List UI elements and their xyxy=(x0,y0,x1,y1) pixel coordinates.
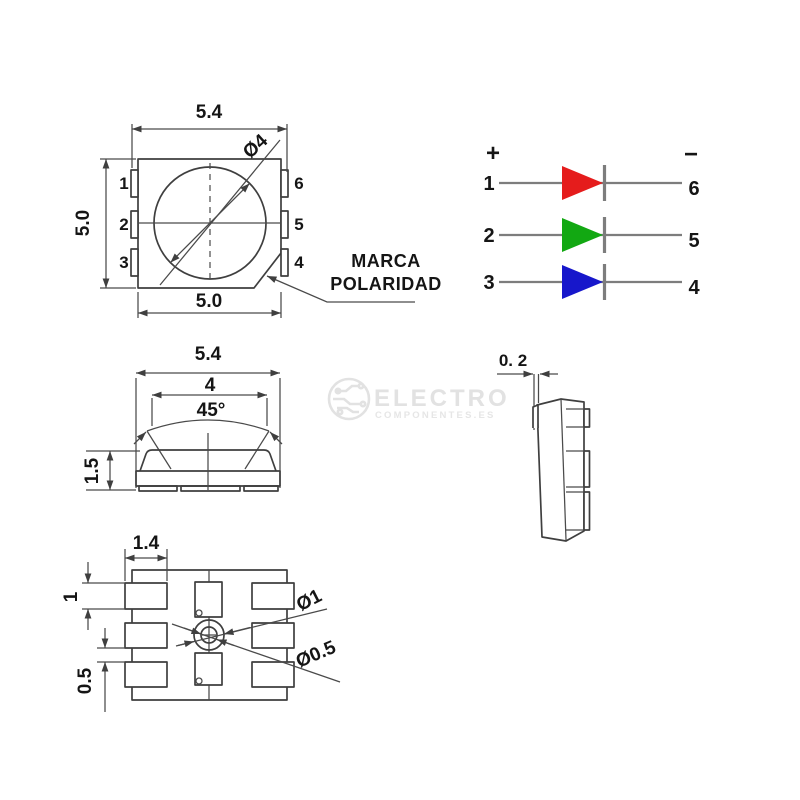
dim-via-outer-value: Ø1 xyxy=(293,585,326,615)
dim-body-width-value: 5.0 xyxy=(196,291,222,312)
schematic-row-green: 2 5 xyxy=(483,217,700,253)
dim-body-height-value: 5.0 xyxy=(73,210,94,236)
watermark-brand-text: ELECTRO xyxy=(374,385,510,412)
front-view: 5.4 4 45° 1.5 xyxy=(82,344,283,492)
dim-via-inner-value: Ø0.5 xyxy=(293,637,340,673)
watermark: ELECTRO COMPONENTES.ES xyxy=(327,377,510,421)
bottom-pads-right xyxy=(251,582,295,688)
top-view: Ø4 1 2 3 6 5 4 5.4 5.0 xyxy=(73,102,442,318)
green-diode-icon xyxy=(562,218,603,252)
schematic-pin-3: 3 xyxy=(483,272,494,294)
dim-pad-width: 1.4 xyxy=(124,533,168,581)
pin-label-1: 1 xyxy=(119,174,128,193)
pin-label-2: 2 xyxy=(119,215,128,234)
dim-pad-height: 1 xyxy=(61,562,125,630)
polarity-label-line1: MARCA xyxy=(351,251,421,271)
schematic-pin-2: 2 xyxy=(483,225,494,247)
dim-pad-height-value: 1 xyxy=(61,591,82,602)
schematic-row-red: 1 6 xyxy=(483,165,700,201)
bottom-pads-middle xyxy=(194,581,223,686)
schematic-row-blue: 3 4 xyxy=(483,264,700,300)
rgb-circuit-schematic: + − 1 6 2 5 3 4 xyxy=(483,140,700,300)
pin-label-3: 3 xyxy=(119,253,128,272)
cathode-minus-sign: − xyxy=(684,141,698,168)
dim-front-height-value: 1.5 xyxy=(82,457,103,484)
dim-lead-thickness-value: 0. 2 xyxy=(499,351,527,370)
dim-cup-angle-value: 45° xyxy=(197,400,226,421)
bottom-view: Ø1 Ø0.5 1.4 1 xyxy=(61,533,341,712)
dim-body-height: 5.0 xyxy=(73,158,136,289)
schematic-pin-4: 4 xyxy=(688,277,700,299)
schematic-pin-6: 6 xyxy=(688,178,699,200)
lens-dome-arc xyxy=(146,419,270,432)
dim-overall-width: 5.4 xyxy=(131,102,288,172)
dim-lens-opening-value: 4 xyxy=(205,375,216,396)
dim-front-width-value: 5.4 xyxy=(195,344,222,365)
red-diode-icon xyxy=(562,166,603,200)
profile-lead-tab xyxy=(532,404,539,428)
pin-label-5: 5 xyxy=(294,215,303,234)
polarity-label-line2: POLARIDAD xyxy=(330,274,442,294)
lens-diameter-label: Ø4 xyxy=(239,130,272,163)
dim-pad-width-value: 1.4 xyxy=(133,533,160,554)
profile-pads xyxy=(566,408,591,531)
watermark-logo-icon xyxy=(327,377,371,421)
dim-body-width: 5.0 xyxy=(137,291,282,318)
pin-numbers: 1 2 3 6 5 4 xyxy=(119,174,304,272)
blue-diode-icon xyxy=(562,265,603,299)
schematic-pin-5: 5 xyxy=(688,230,699,252)
watermark-domain-text: COMPONENTES.ES xyxy=(375,410,496,421)
dim-pad-gap-value: 0.5 xyxy=(75,667,96,694)
profile-body-outline xyxy=(536,398,585,542)
dim-front-width: 5.4 xyxy=(136,344,280,377)
anode-plus-sign: + xyxy=(486,140,500,167)
dim-lens-opening: 4 xyxy=(151,375,268,426)
dim-lead-thickness: 0. 2 xyxy=(497,351,558,430)
schematic-pin-1: 1 xyxy=(483,173,494,195)
dim-overall-width-value: 5.4 xyxy=(196,102,223,123)
side-profile-view: 0. 2 xyxy=(497,351,591,542)
bottom-pads-left xyxy=(124,582,168,688)
pin-label-4: 4 xyxy=(294,253,304,272)
polarity-callout: MARCA POLARIDAD xyxy=(266,251,442,303)
pin-label-6: 6 xyxy=(294,174,303,193)
dim-front-height: 1.5 xyxy=(82,450,140,491)
package-pads xyxy=(130,169,289,277)
dim-pad-gap: 0.5 xyxy=(75,628,125,712)
